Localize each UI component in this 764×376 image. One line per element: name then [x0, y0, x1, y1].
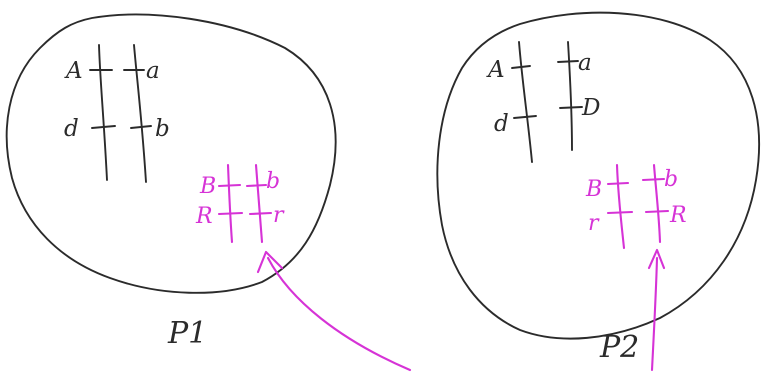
cell-1-magenta-chromosome-right	[256, 165, 262, 242]
cell-2-magenta-chromosome-left	[617, 165, 624, 248]
cell-1-magenta-locus-tick	[250, 213, 271, 214]
cell-2-allele-label: d	[494, 111, 509, 137]
cell-2-magenta-locus-tick	[646, 211, 668, 212]
cell-2-allele-label: A	[486, 57, 505, 83]
cell-2-black-chromosomes: A d a D	[486, 42, 600, 162]
cell-1-allele-label: b	[155, 116, 170, 142]
cell-1-black-chromosomes: A d a b	[64, 45, 170, 182]
cell-2-chromosome-right	[568, 42, 572, 150]
cell-1: A d a b B R b r P1	[7, 15, 410, 370]
cell-1-caption: P1	[167, 316, 207, 351]
cell-2-locus-tick	[558, 61, 578, 62]
cell-2-chromosome-left	[519, 42, 532, 162]
cell-2-caption: P2	[599, 330, 639, 365]
cell-2-magenta-locus-tick	[608, 183, 628, 184]
cell-2-magenta-locus-tick	[643, 179, 664, 180]
cell-2-locus-tick	[514, 116, 536, 118]
cell-1-magenta-locus-tick	[219, 213, 242, 214]
cell-1-magenta-allele-label: B	[199, 174, 216, 199]
cell-2-allele-label: a	[578, 50, 592, 76]
cell-2-magenta-locus-tick	[608, 212, 632, 213]
cell-2-locus-tick	[560, 107, 582, 108]
cell-2-magenta-allele-label: b	[664, 167, 678, 192]
cell-2-arrow-shaft	[652, 258, 657, 370]
cell-2-magenta-chromosome-right	[654, 165, 660, 242]
cell-1-magenta-allele-label: b	[266, 169, 280, 194]
cell-1-magenta-locus-tick	[219, 185, 240, 186]
cell-1-magenta-allele-label: R	[195, 204, 213, 229]
cell-2-allele-label: D	[581, 95, 600, 121]
cell-2-outline	[437, 13, 759, 339]
cell-2-magenta-allele-label: r	[588, 211, 600, 236]
cell-2-magenta-chromosomes: B r b R	[585, 165, 687, 248]
cell-1-magenta-chromosome-left	[228, 165, 232, 242]
cell-2-magenta-allele-label: R	[669, 203, 687, 228]
cell-1-magenta-chromosomes: B R b r	[195, 165, 285, 242]
cell-2: A d a D B r b R P2	[437, 13, 759, 370]
cell-1-chromosome-right	[134, 45, 146, 182]
cell-1-allele-label: a	[146, 58, 160, 84]
cell-1-chromosome-left	[99, 45, 107, 180]
cell-1-arrow-shaft	[268, 258, 410, 370]
cell-1-outline	[7, 15, 336, 293]
cell-1-magenta-allele-label: r	[273, 203, 285, 228]
cell-2-locus-tick	[512, 66, 530, 68]
cell-1-locus-tick	[92, 126, 115, 128]
cell-1-magenta-locus-tick	[247, 185, 266, 186]
cell-2-pointer-arrow	[649, 250, 664, 370]
cell-1-allele-label: A	[64, 58, 83, 84]
cell-2-magenta-allele-label: B	[585, 177, 602, 202]
cell-1-allele-label: d	[64, 116, 79, 142]
cell-1-locus-tick	[131, 126, 151, 128]
